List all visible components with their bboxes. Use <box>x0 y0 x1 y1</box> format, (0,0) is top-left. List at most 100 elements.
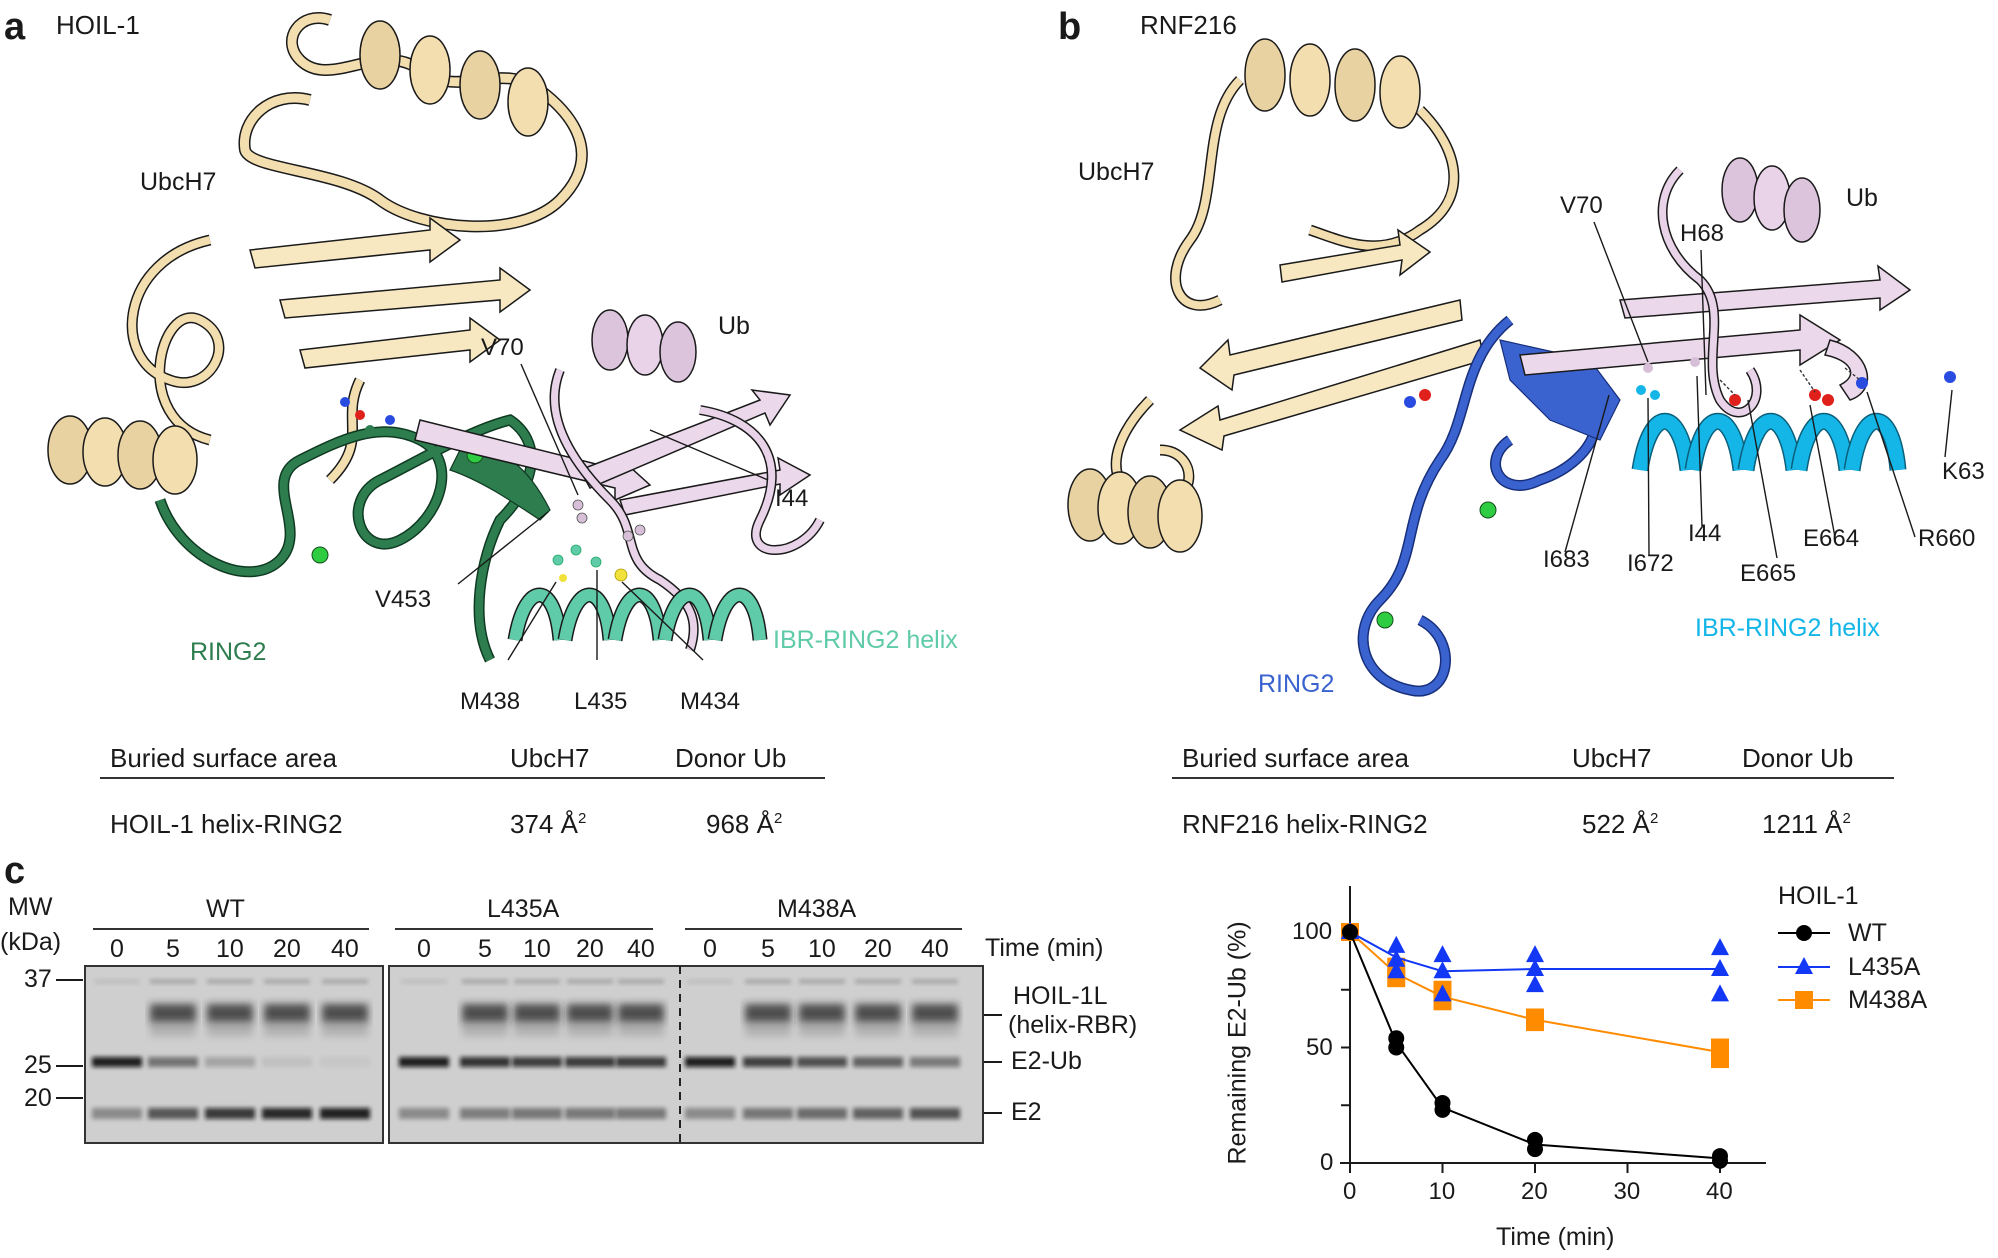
residue-label-v453-a: V453 <box>375 586 432 613</box>
gel-group-l435a: L435A <box>487 895 560 923</box>
table-header-ubch7: UbcH7 <box>1572 743 1652 773</box>
x-tick-label: 0 <box>1343 1178 1357 1205</box>
panel-b-ring2-label: RING2 <box>1258 670 1335 698</box>
table-header-ubch7: UbcH7 <box>510 743 590 773</box>
table-rule <box>1172 777 1894 779</box>
chart-ylabel: Remaining E2-Ub (%) <box>1223 921 1252 1165</box>
panel-b-helix-label: IBR-RING2 helix <box>1695 614 1880 642</box>
band-label-hoil1l: HOIL-1L <box>1013 982 1108 1010</box>
panel-a-ubch7-label: UbcH7 <box>140 168 217 196</box>
band-label-e2: E2 <box>1011 1098 1042 1126</box>
table-rule <box>100 777 825 779</box>
panel-a-letter: a <box>4 6 26 48</box>
series-l435a <box>1341 922 1729 1002</box>
donor-ub-value: 1211 Å <box>1762 809 1843 839</box>
table-row-ubch7: 374 Å2 <box>510 811 586 837</box>
x-tick-label: 20 <box>1521 1178 1548 1205</box>
superscript: 2 <box>773 810 783 827</box>
panel-b-ubch7-label: UbcH7 <box>1078 158 1155 186</box>
lane-time-label: 5 <box>166 935 180 963</box>
table-header-name: Buried surface area <box>110 743 337 773</box>
y-tick-label: 100 <box>1292 918 1333 945</box>
superscript: 2 <box>577 810 587 827</box>
hoil1-structure-illustration <box>47 12 825 663</box>
residue-label-i44-a: I44 <box>775 485 809 512</box>
ubch7-beta-sheet-b <box>1178 228 1485 452</box>
x-tick-label: 10 <box>1428 1178 1456 1205</box>
gel-group-wt: WT <box>206 895 245 923</box>
ub-helix-a <box>591 309 697 383</box>
lane-time-label: 0 <box>110 935 124 963</box>
gel-group-m438a: M438A <box>777 895 857 923</box>
legend-item-l435a: L435A <box>1848 953 1921 981</box>
table-header-name: Buried surface area <box>1182 743 1409 773</box>
mw-marker-20: 20 <box>24 1084 52 1112</box>
lane-time-label: 0 <box>417 935 431 963</box>
ubch7-value: 522 Å <box>1582 809 1650 839</box>
panel-b-letter: b <box>1058 6 1082 48</box>
table-row-name: RNF216 helix-RING2 <box>1182 809 1428 839</box>
lane-time-label: 20 <box>576 935 604 963</box>
residue-label-m438-a: M438 <box>460 688 521 715</box>
mw-marker-37: 37 <box>24 965 52 993</box>
panel-c-letter: c <box>4 850 26 892</box>
lane-time-label: 10 <box>808 935 836 963</box>
residue-label-v70-a: V70 <box>481 334 524 361</box>
panel-b-buried-surface-table: Buried surface area UbcH7 Donor Ub RNF21… <box>1172 745 1894 865</box>
superscript: 2 <box>1649 810 1659 827</box>
residue-label-l435-a: L435 <box>574 688 628 715</box>
table-row-donor-ub: 968 Å2 <box>706 811 782 837</box>
residue-label-k63-b: K63 <box>1942 458 1985 485</box>
lane-time-label: 10 <box>523 935 551 963</box>
ubch7-value: 374 Å <box>510 809 578 839</box>
ub-helix-b <box>1721 157 1821 243</box>
panel-a-helix-label: IBR-RING2 helix <box>773 626 958 654</box>
superscript: 2 <box>1842 810 1851 827</box>
donor-ub-value: 968 Å <box>706 809 774 839</box>
panel-a-title: HOIL-1 <box>56 10 140 40</box>
ibr-ring2-helix-b <box>1631 413 1907 472</box>
residue-label-m434-a: M434 <box>680 688 741 715</box>
chart-xlabel: Time (min) <box>1496 1223 1615 1251</box>
lane-time-label: 40 <box>331 935 359 963</box>
mw-title: MW <box>8 893 53 921</box>
x-tick-label: 40 <box>1706 1178 1733 1205</box>
lane-time-label: 5 <box>478 935 492 963</box>
y-tick-label: 0 <box>1320 1149 1334 1176</box>
residue-label-i672-b: I672 <box>1627 550 1674 577</box>
lane-time-label: 20 <box>864 935 892 963</box>
legend-item-m438a: M438A <box>1848 986 1928 1014</box>
residue-label-e665-b: E665 <box>1740 560 1797 587</box>
residue-label-r660-b: R660 <box>1918 525 1976 552</box>
ubch7-helix-top-b <box>1244 38 1421 129</box>
lane-time-label: 5 <box>761 935 775 963</box>
table-header-donor-ub: Donor Ub <box>1742 743 1854 773</box>
legend-item-wt: WT <box>1848 919 1887 947</box>
lane-time-label: 10 <box>216 935 244 963</box>
panel-b-title: RNF216 <box>1140 10 1237 40</box>
residue-label-h68-b: H68 <box>1680 220 1725 247</box>
residue-label-i44-b: I44 <box>1688 520 1722 547</box>
y-tick-label: 50 <box>1306 1033 1333 1061</box>
ubch7-helix-left-b <box>1067 468 1203 553</box>
table-header-donor-ub: Donor Ub <box>675 743 787 773</box>
panel-a-buried-surface-table: Buried surface area UbcH7 Donor Ub HOIL-… <box>100 745 825 865</box>
ibr-ring2-helix-a <box>507 587 768 642</box>
table-row-name: HOIL-1 helix-RING2 <box>110 809 343 839</box>
legend-title: HOIL-1 <box>1778 882 1859 910</box>
ubch7-helix-left <box>47 415 198 495</box>
table-row-donor-ub: 1211 Å2 <box>1762 811 1851 837</box>
band-label-helix-rbr: (helix-RBR) <box>1008 1011 1138 1039</box>
mw-unit: (kDa) <box>0 928 62 956</box>
lane-time-label: 40 <box>627 935 655 963</box>
band-label-e2-ub: E2-Ub <box>1011 1047 1082 1075</box>
panel-a-ring2-label: RING2 <box>190 638 267 666</box>
series-wt <box>1342 924 1728 1169</box>
ubch7-helix-top <box>359 20 549 137</box>
residue-label-i683-b: I683 <box>1543 546 1590 573</box>
lane-time-label: 0 <box>703 935 717 963</box>
residue-label-v70-b: V70 <box>1560 192 1603 219</box>
residue-label-e664-b: E664 <box>1803 525 1860 552</box>
mw-marker-25: 25 <box>24 1051 52 1079</box>
